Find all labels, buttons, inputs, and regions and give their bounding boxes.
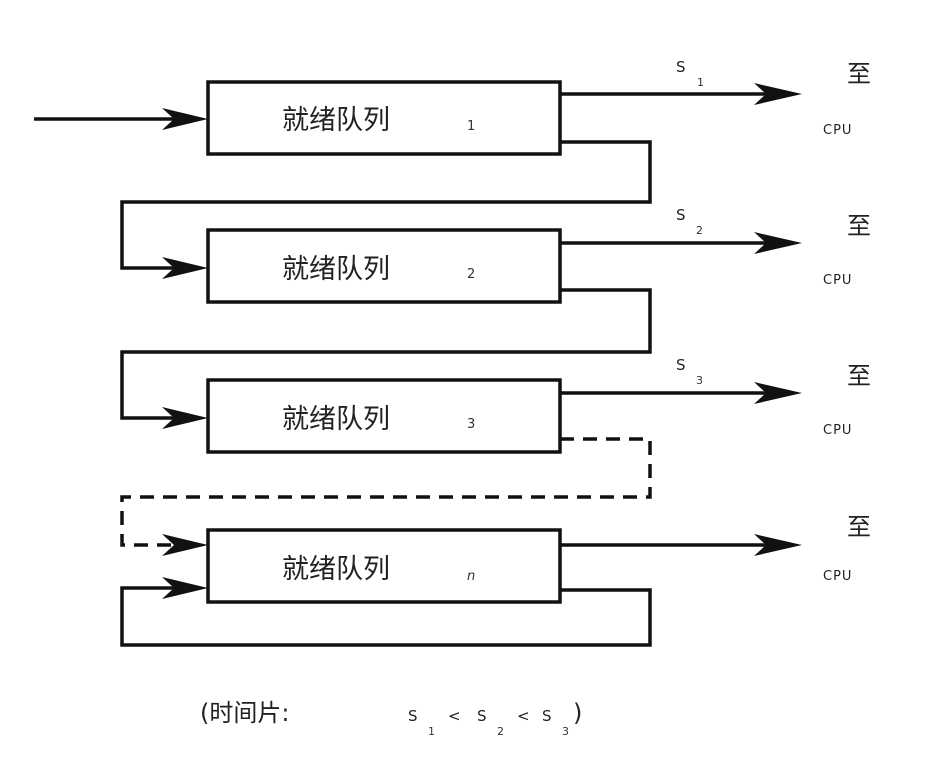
queue-box-2 [206, 228, 562, 304]
feedback-head-3 [162, 407, 208, 429]
dest-top-n: 至 [847, 513, 871, 541]
caption-prefix: (时间片: [200, 699, 289, 727]
queue-label-n: 就绪队列 [282, 554, 390, 585]
caption-sub3: 3 [562, 725, 569, 738]
queue-label-3: 就绪队列 [282, 404, 390, 435]
feedback-head-loop [162, 577, 208, 599]
feedback-line-2-3 [120, 288, 652, 420]
feedback-loop-n [120, 586, 652, 647]
slice-sub-3: 3 [696, 374, 703, 387]
dest-cpu-n: CPU [823, 569, 852, 584]
queue-box-n [206, 528, 562, 604]
caption-sub1: 1 [428, 725, 435, 738]
dest-cpu-3: CPU [823, 423, 852, 438]
queue-index-2: 2 [467, 267, 475, 282]
slice-symbol-1: S [676, 58, 686, 76]
dest-top-3: 至 [847, 362, 871, 390]
queue-index-3: 3 [467, 417, 475, 432]
caption-lt2: < [517, 707, 530, 725]
output-head-3 [754, 382, 802, 404]
queue-label-2: 就绪队列 [282, 254, 390, 285]
input-arrow-head [162, 108, 208, 130]
output-head-n [754, 534, 802, 556]
dest-cpu-2: CPU [823, 273, 852, 288]
slice-sub-2: 2 [696, 224, 703, 237]
dest-top-2: 至 [847, 212, 871, 240]
feedback-line-1-2 [120, 140, 652, 270]
output-head-2 [754, 232, 802, 254]
queue-label-1: 就绪队列 [282, 105, 390, 136]
caption-close: ) [573, 699, 582, 727]
dest-top-1: 至 [847, 60, 871, 88]
feedback-line-3-n [120, 437, 652, 547]
feedback-head-n-dashed [162, 534, 208, 556]
caption-s2: S [477, 707, 487, 725]
queue-box-1 [206, 80, 562, 156]
dest-cpu-1: CPU [823, 123, 852, 138]
queue-box-3 [206, 378, 562, 454]
slice-symbol-2: S [676, 206, 686, 224]
slice-symbol-3: S [676, 356, 686, 374]
slice-sub-1: 1 [697, 76, 704, 89]
output-head-1 [754, 83, 802, 105]
caption-s1: S [408, 707, 418, 725]
caption-lt1: < [448, 707, 461, 725]
caption-s3: S [542, 707, 552, 725]
feedback-head-2 [162, 257, 208, 279]
queue-index-n: n [467, 569, 475, 584]
caption-sub2: 2 [497, 725, 504, 738]
queue-index-1: 1 [467, 119, 475, 134]
